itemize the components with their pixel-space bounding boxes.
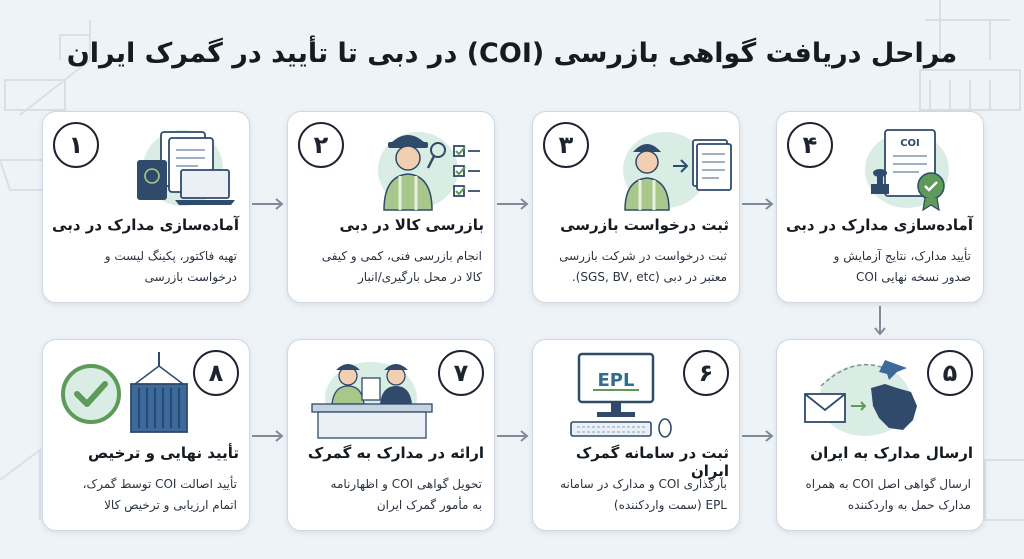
step-number-1: ۱ <box>53 122 99 168</box>
customs-officer-desk-icon <box>311 362 433 439</box>
step-title-3: ثبت درخواست بازرسی <box>560 216 729 234</box>
arrow-step-1-to-2 <box>252 198 284 210</box>
epl-screen-label: EPL <box>598 370 635 391</box>
step-description-7: تحویل گواهی COI و اظهارنامه به مأمور گمر… <box>296 474 482 516</box>
mail-plane-iran-map-icon <box>804 360 917 436</box>
step-description-8-line-2: اتمام ارزیابی و ترخیص کالا <box>104 498 237 512</box>
step-description-1: تهیه فاکتور، پکینگ لیست و درخواست بازرسی <box>51 246 237 288</box>
inspector-submit-document-icon <box>623 132 732 211</box>
step-number-2: ۲ <box>298 122 344 168</box>
step-description-5-line-2: مدارک حمل به واردکننده <box>847 498 971 512</box>
checkmark-container-icon <box>61 352 188 433</box>
step-title-6: ثبت در سامانه گمرک ایران <box>575 444 729 480</box>
page-title: مراحل دریافت گواهی بازرسی (COI) در دبی ت… <box>66 38 958 69</box>
step-description-7-line-2: به مأمور گمرک ایران <box>376 498 482 512</box>
step-description-2-line-2: کالا در محل بارگیری/انبار <box>358 270 482 284</box>
step-description-8: تأیید اصالت COI توسط گمرک، اتمام ارزیابی… <box>51 474 237 516</box>
step-card-4: ۴ COI آماده‌سازی مدارک در دبی تأیید مدار… <box>776 111 984 303</box>
step-description-4-line-1: تأیید مدارک، نتایج آزمایش و <box>833 249 971 263</box>
documents-passport-laptop-icon <box>137 130 235 206</box>
step-description-1-line-1: تهیه فاکتور، پکینگ لیست و <box>104 249 237 263</box>
step-number-7: ۷ <box>438 350 484 396</box>
step-title-1: آماده‌سازی مدارک در دبی <box>52 216 239 234</box>
step-number-5: ۵ <box>927 350 973 396</box>
epl-computer-icon: EPL <box>570 352 672 438</box>
arrow-step-8-to-7 <box>252 430 284 442</box>
inspector-checklist-icon <box>378 132 480 211</box>
step-title-5: ارسال مدارک به ایران <box>810 444 973 462</box>
arrow-step-3-to-4 <box>742 198 774 210</box>
step-title-8: تأیید نهایی و ترخیص <box>87 444 239 462</box>
step-card-8: ۸ تأیید نهایی و ترخیص تأیید اصالت COI تو… <box>42 339 250 531</box>
arrow-step-2-to-3 <box>497 198 529 210</box>
step-number-6: ۶ <box>683 350 729 396</box>
step-number-8: ۸ <box>193 350 239 396</box>
step-description-2: انجام بازرسی فنی، کمی و کیفی کالا در محل… <box>296 246 482 288</box>
step-description-3: ثبت درخواست در شرکت بازرسی معتبر در دبی … <box>541 246 727 288</box>
step-description-5: ارسال گواهی اصل COI به همراه مدارک حمل ب… <box>785 474 972 516</box>
step-card-6: ۶ EPL ثبت در سامانه گمرک ایران بارگذاری … <box>532 339 740 531</box>
step-description-4: تأیید مدارک، نتایج آزمایش و صدور نسخه نه… <box>785 246 971 288</box>
step-description-4-line-2: صدور نسخه نهایی COI <box>856 270 971 284</box>
step-card-1: ۱ آماده‌سازی مدارک در دبی تهیه فاکتور، پ… <box>42 111 250 303</box>
step-card-5: ۵ ارسال مدارک به ایران ارسال گواهی اصل C… <box>776 339 984 531</box>
step-description-5-line-1: ارسال گواهی اصل COI به همراه <box>805 477 972 491</box>
step-card-2: ۲ بازرسی کالا در دبی انجام بازرسی فنی، ک… <box>287 111 495 303</box>
step-number-3: ۳ <box>543 122 589 168</box>
step-title-2: بازرسی کالا در دبی <box>339 216 485 234</box>
step-description-2-line-1: انجام بازرسی فنی، کمی و کیفی <box>321 249 482 263</box>
arrow-step-4-to-5 <box>874 306 886 336</box>
step-description-3-line-1: ثبت درخواست در شرکت بازرسی <box>559 249 727 263</box>
step-card-7: ۷ ارائه در مدارک به گمرک تحویل گواهی COI… <box>287 339 495 531</box>
coi-certificate-icon: COI <box>865 129 949 212</box>
step-description-3-line-2: معتبر در دبی (SGS, BV, etc). <box>571 270 727 284</box>
coi-doc-label: COI <box>900 138 920 149</box>
step-description-7-line-1: تحویل گواهی COI و اظهارنامه <box>330 477 482 491</box>
step-description-8-line-1: تأیید اصالت COI توسط گمرک، <box>82 477 237 491</box>
step-title-4: آماده‌سازی مدارک در دبی <box>786 216 973 234</box>
step-number-4: ۴ <box>787 122 833 168</box>
step-description-1-line-2: درخواست بازرسی <box>144 270 237 284</box>
step-card-3: ۳ ثبت درخواست بازرسی ثبت درخواست در شرکت… <box>532 111 740 303</box>
step-description-6-line-2: EPL (سمت واردکننده) <box>613 498 727 512</box>
step-description-6-line-1: بارگذاری COI و مدارک در سامانه <box>560 477 727 491</box>
step-description-6: بارگذاری COI و مدارک در سامانه EPL (سمت … <box>541 474 727 516</box>
step-title-7: ارائه در مدارک به گمرک <box>307 444 484 462</box>
arrow-step-6-to-5 <box>742 430 774 442</box>
arrow-step-7-to-6 <box>497 430 529 442</box>
